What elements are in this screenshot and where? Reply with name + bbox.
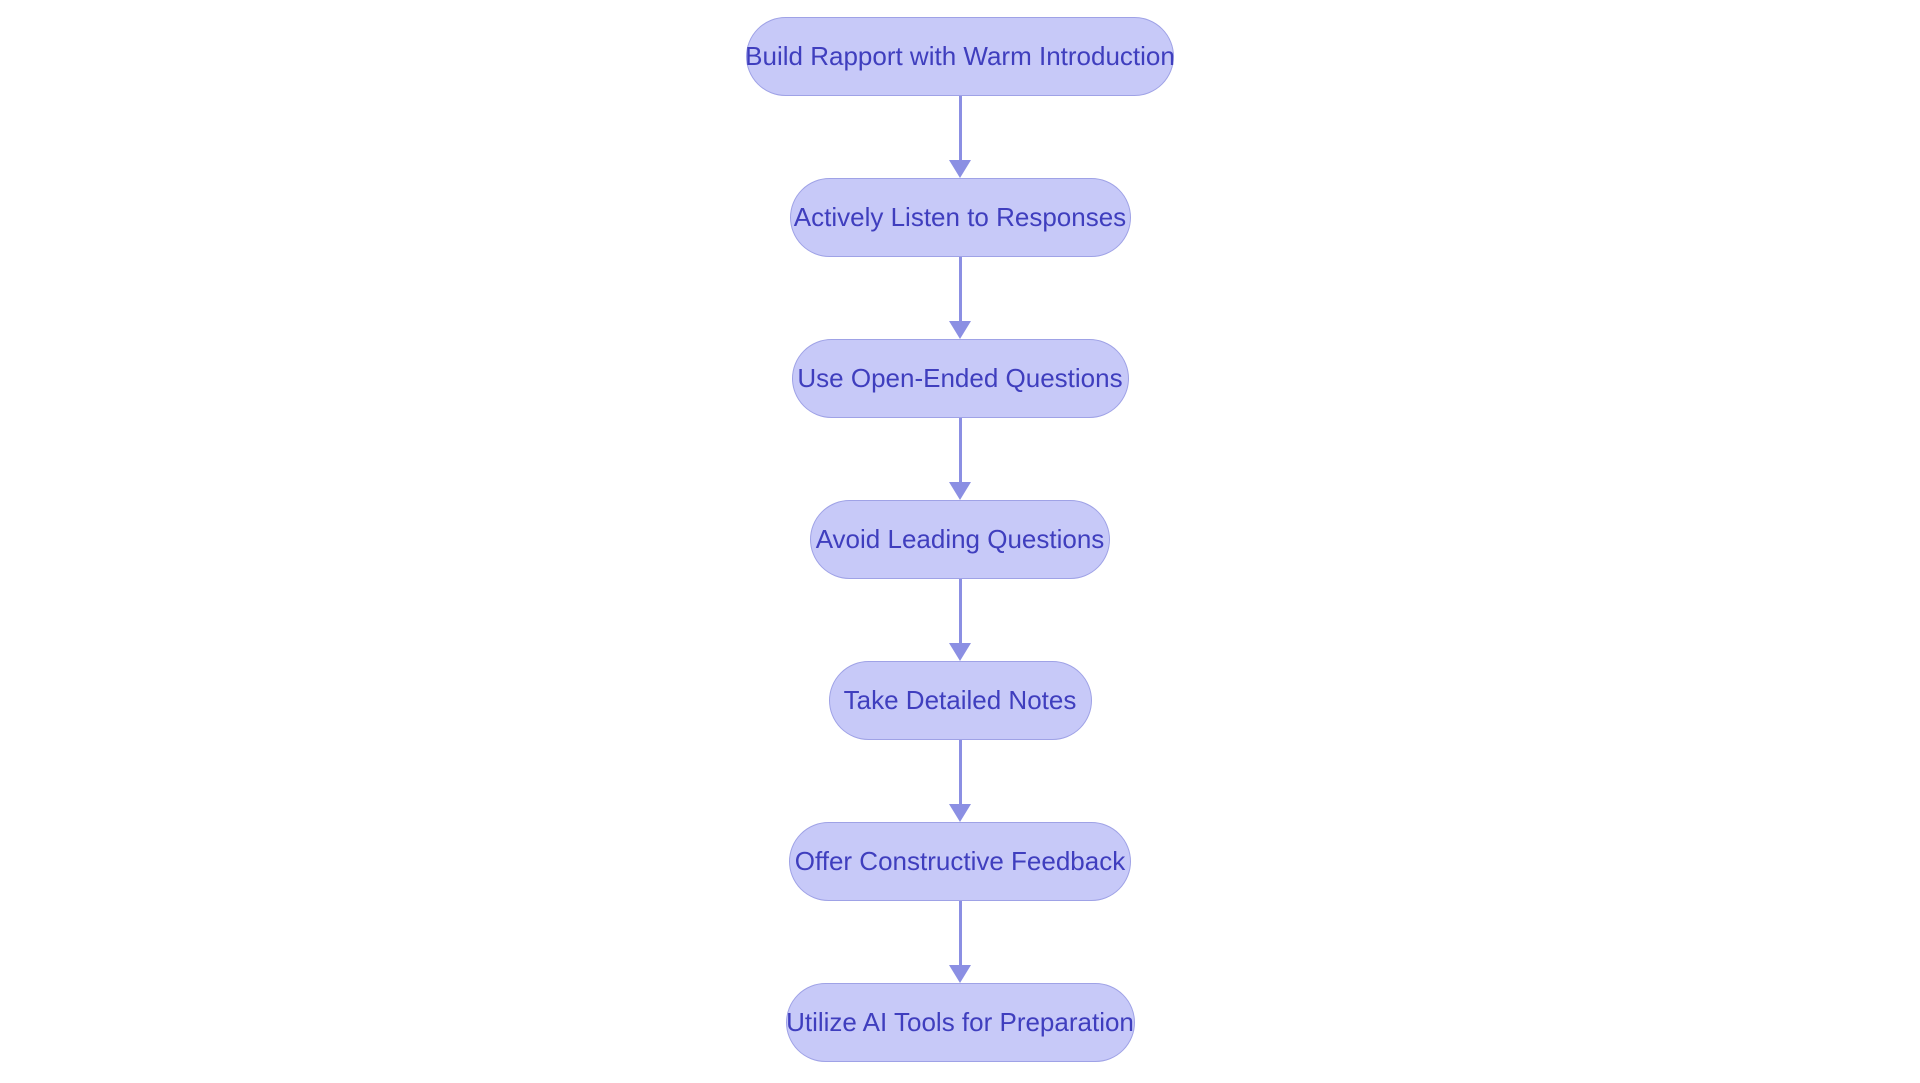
arrow-down-icon	[948, 740, 972, 822]
arrow-down-icon	[948, 579, 972, 661]
arrow-head-icon	[949, 965, 971, 983]
flow-node-open-ended-questions: Use Open-Ended Questions	[791, 339, 1129, 418]
flow-node-ai-tools-preparation: Utilize AI Tools for Preparation	[785, 983, 1135, 1062]
flowchart-column: Build Rapport with Warm Introduction Act…	[0, 17, 1920, 1062]
arrow-head-icon	[949, 804, 971, 822]
arrow-down-icon	[948, 257, 972, 339]
flow-node-avoid-leading-questions: Avoid Leading Questions	[810, 500, 1110, 579]
arrow-shaft	[958, 96, 962, 160]
arrow-shaft	[958, 901, 962, 965]
flow-node-actively-listen: Actively Listen to Responses	[789, 178, 1131, 257]
arrow-shaft	[958, 740, 962, 804]
arrow-down-icon	[948, 418, 972, 500]
arrow-head-icon	[949, 321, 971, 339]
arrow-head-icon	[949, 160, 971, 178]
arrow-down-icon	[948, 96, 972, 178]
flow-node-take-detailed-notes: Take Detailed Notes	[828, 661, 1092, 740]
flow-node-constructive-feedback: Offer Constructive Feedback	[789, 822, 1131, 901]
arrow-shaft	[958, 579, 962, 643]
arrow-head-icon	[949, 482, 971, 500]
arrow-shaft	[958, 257, 962, 321]
arrow-down-icon	[948, 901, 972, 983]
arrow-head-icon	[949, 643, 971, 661]
arrow-shaft	[958, 418, 962, 482]
flow-node-build-rapport: Build Rapport with Warm Introduction	[745, 17, 1175, 96]
